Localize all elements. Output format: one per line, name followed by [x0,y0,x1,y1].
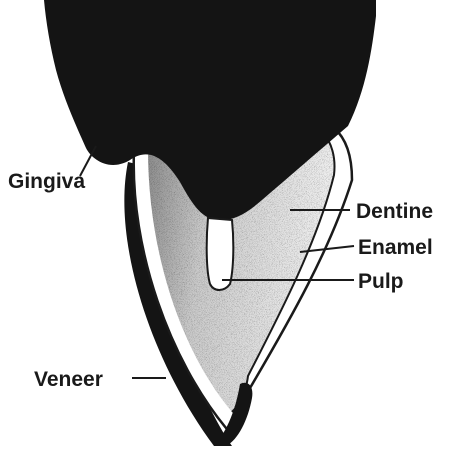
gingiva-label: Gingiva [8,170,85,193]
pulp-label: Pulp [358,270,404,293]
veneer-label: Veneer [34,368,103,391]
dentine-label: Dentine [356,200,433,223]
enamel-label: Enamel [358,236,433,259]
